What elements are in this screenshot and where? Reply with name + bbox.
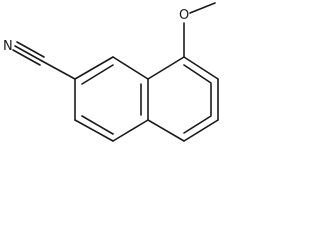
chemical-structure-diagram: N O — [3, 2, 219, 142]
bonds — [12, 2, 219, 142]
nitrogen-atom-label: N — [3, 39, 13, 54]
nitrile-triple-bond-line-2 — [12, 49, 41, 66]
methoxy-bond-o-to-ch3 — [189, 2, 216, 14]
ring-bond-c5-c6 — [74, 119, 114, 142]
ring-bond-c1-c2 — [183, 56, 219, 80]
nitrile-to-ring-bond — [41, 60, 76, 80]
ring-bond-c3-c4 — [183, 119, 219, 142]
ring-bond-c8-c8a — [112, 56, 149, 80]
nitrile-triple-bond-line-1 — [14, 45, 43, 62]
ring-double-bond-c3-c4-inner — [183, 115, 212, 134]
atom-labels: N O — [3, 8, 189, 54]
ring-double-bond-c7-c8-inner — [81, 64, 114, 85]
ring-bond-c4a-c5 — [112, 119, 149, 142]
ring-double-bond-c1-c2-inner — [183, 64, 212, 84]
ring-bond-c7-c8 — [74, 56, 114, 80]
oxygen-atom-label: O — [179, 8, 189, 23]
ring-bond-c8a-c1 — [147, 56, 185, 80]
ring-bond-c4-c4a — [147, 119, 185, 142]
ring-double-bond-c5-c6-inner — [81, 115, 114, 135]
nitrile-triple-bond-line-3 — [16, 41, 45, 58]
